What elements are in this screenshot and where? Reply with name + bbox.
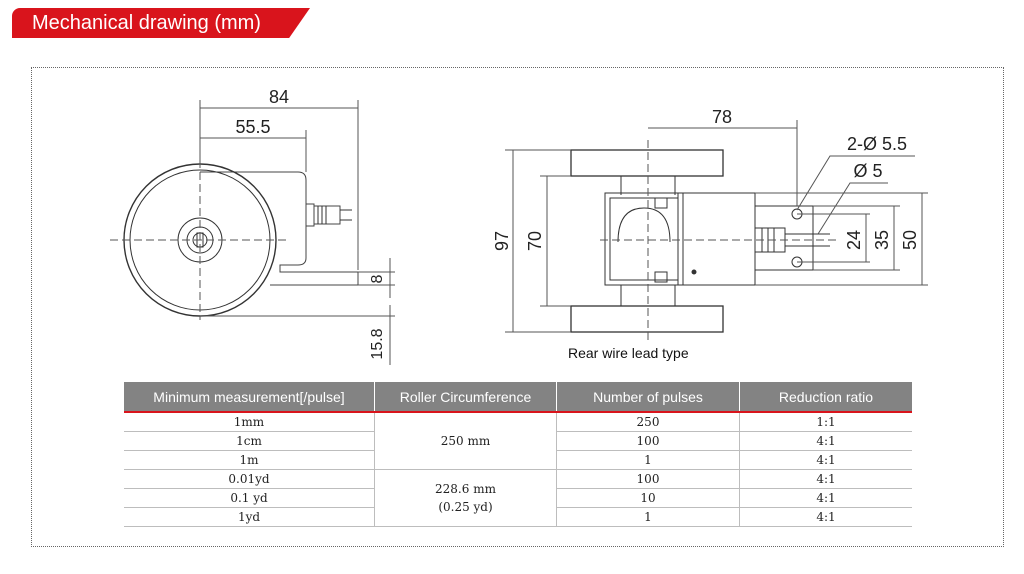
dim-50: 50 <box>900 230 920 250</box>
circumference-imperial-mm: 228.6 mm <box>435 482 496 496</box>
dim-55-5: 55.5 <box>235 117 270 137</box>
header-pulses: Number of pulses <box>556 382 740 413</box>
right-view <box>505 120 928 340</box>
cell-min: 1m <box>124 450 375 470</box>
header-reduction-ratio: Reduction ratio <box>739 382 912 413</box>
spec-table: Minimum measurement[/pulse] Roller Circu… <box>124 382 912 527</box>
cell-pulses: 100 <box>556 431 740 451</box>
table-row: 1mm 250 mm 250 1:1 <box>124 412 912 470</box>
drawing-frame <box>31 67 1004 547</box>
dim-70: 70 <box>525 231 545 251</box>
dim-holes: 2-Ø 5.5 <box>847 134 907 154</box>
header-roller-circumference: Roller Circumference <box>374 382 557 413</box>
dim-35: 35 <box>872 230 892 250</box>
section-title: Mechanical drawing (mm) <box>32 12 261 34</box>
cell-pulses: 1 <box>556 450 740 470</box>
cell-min: 1cm <box>124 431 375 451</box>
cell-circumference-imperial: 228.6 mm (0.25 yd) <box>374 469 557 527</box>
table-row: 1m 1 4:1 <box>124 450 912 470</box>
right-view-caption: Rear wire lead type <box>568 345 689 361</box>
circumference-imperial-yd: (0.25 yd) <box>438 500 493 514</box>
cell-pulses: 10 <box>556 488 740 508</box>
cell-ratio: 4:1 <box>739 507 912 527</box>
cell-pulses: 100 <box>556 469 740 489</box>
cell-ratio: 4:1 <box>739 450 912 470</box>
cell-ratio: 4:1 <box>739 488 912 508</box>
dim-cable: Ø 5 <box>853 161 882 181</box>
section-title-banner: Mechanical drawing (mm) <box>12 8 310 38</box>
cell-min: 1mm <box>124 412 375 432</box>
cell-ratio: 4:1 <box>739 469 912 489</box>
table-row: 0.1 yd 10 4:1 <box>124 488 912 508</box>
table-row: 1cm 100 4:1 <box>124 431 912 451</box>
dim-97: 97 <box>492 231 512 251</box>
left-view <box>110 100 395 365</box>
header-min-measurement: Minimum measurement[/pulse] <box>124 382 375 413</box>
dim-84: 84 <box>269 87 289 107</box>
dim-24: 24 <box>844 230 864 250</box>
cell-pulses: 250 <box>556 412 740 432</box>
table-header-row: Minimum measurement[/pulse] Roller Circu… <box>124 382 912 413</box>
dim-8: 8 <box>369 274 386 283</box>
cell-min: 0.01yd <box>124 469 375 489</box>
dim-78: 78 <box>712 107 732 127</box>
cell-ratio: 1:1 <box>739 412 912 432</box>
cell-min: 1yd <box>124 507 375 527</box>
table-row: 0.01yd 228.6 mm (0.25 yd) 100 4:1 <box>124 469 912 527</box>
cell-circumference-metric: 250 mm <box>374 412 557 470</box>
dim-15-8: 15.8 <box>369 328 386 359</box>
cell-min: 0.1 yd <box>124 488 375 508</box>
cell-pulses: 1 <box>556 507 740 527</box>
table-row: 1yd 1 4:1 <box>124 507 912 527</box>
cell-ratio: 4:1 <box>739 431 912 451</box>
